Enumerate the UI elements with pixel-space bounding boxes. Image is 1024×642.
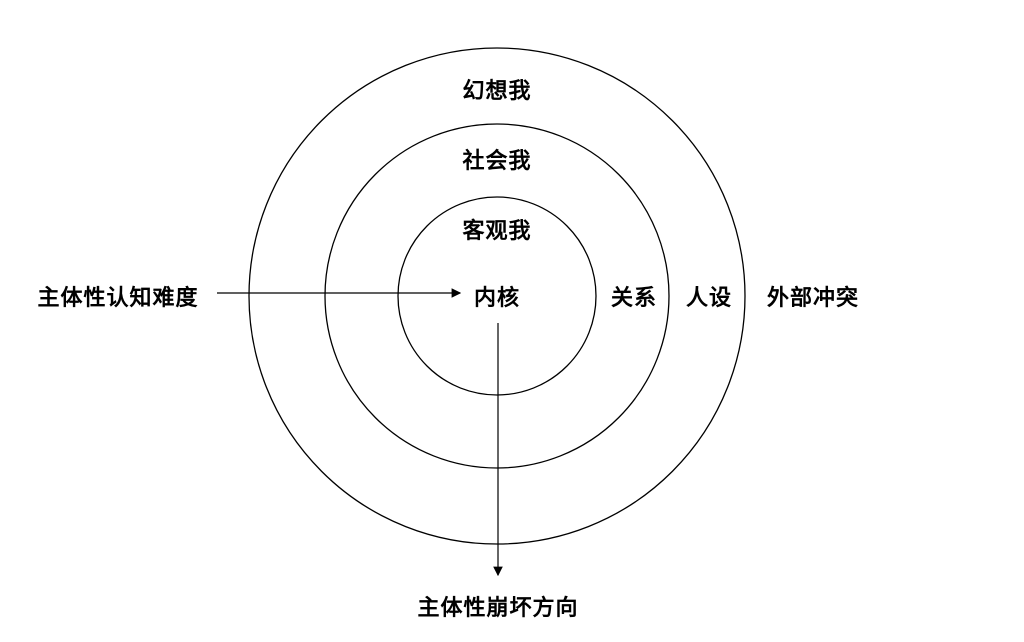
- collapse-direction-label: 主体性崩坏方向: [417, 595, 579, 621]
- cognition-difficulty-label: 主体性认知难度: [37, 285, 199, 311]
- relation-label: 关系: [610, 285, 658, 311]
- persona-label: 人设: [685, 285, 733, 311]
- outer-circle: [248, 47, 746, 545]
- core-label: 内核: [473, 285, 521, 311]
- inner-ring-label: 客观我: [462, 218, 532, 244]
- inner-circle: [397, 196, 597, 396]
- middle-ring-label: 社会我: [462, 148, 532, 174]
- external-conflict-label: 外部冲突: [766, 285, 860, 311]
- outer-ring-label: 幻想我: [462, 78, 532, 104]
- middle-circle: [324, 123, 670, 469]
